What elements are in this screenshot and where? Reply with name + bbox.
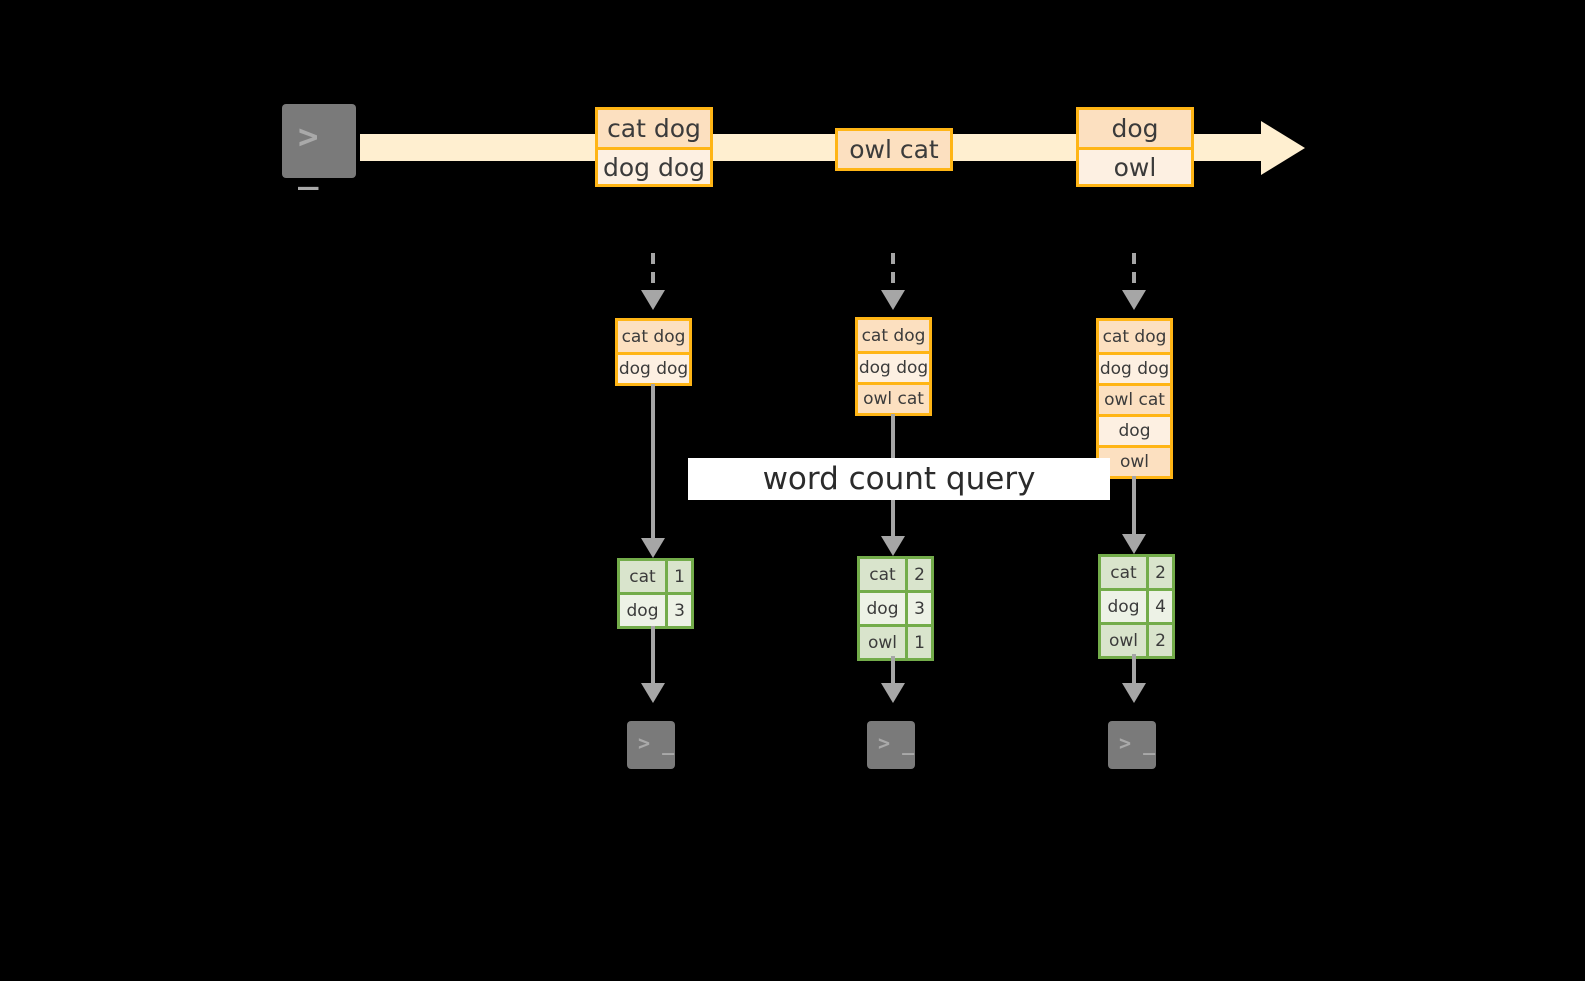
trigger-2-result-word-2: dog bbox=[860, 593, 905, 624]
trigger-2-input-line-1: cat dog bbox=[858, 320, 929, 351]
trigger-2-input-table: cat dog dog dog owl cat bbox=[855, 317, 932, 416]
terminal-body bbox=[1108, 721, 1156, 769]
trigger-3-sink-terminal-icon[interactable]: > _ bbox=[1100, 713, 1164, 777]
trigger-2-dashed-arrowhead bbox=[881, 290, 905, 310]
trigger-3-result-word-3: owl bbox=[1101, 625, 1146, 656]
trigger-3-dashed-connector bbox=[1132, 253, 1136, 293]
stream-batch-3: dog owl bbox=[1076, 107, 1194, 187]
trigger-1-dashed-arrowhead bbox=[641, 290, 665, 310]
trigger-1-query-arrowhead bbox=[641, 538, 665, 558]
terminal-prompt-glyph: > _ bbox=[638, 731, 675, 755]
trigger-1-sink-terminal-icon[interactable]: > _ bbox=[619, 713, 683, 777]
terminal-body bbox=[282, 104, 356, 178]
trigger-3-dashed-arrowhead bbox=[1122, 290, 1146, 310]
trigger-3-result-count-1: 2 bbox=[1146, 557, 1172, 588]
trigger-3-input-line-4: dog bbox=[1099, 414, 1170, 445]
trigger-1-input-line-2: dog dog bbox=[618, 352, 689, 383]
table-row: owl 1 bbox=[860, 624, 931, 658]
trigger-2-result-table: cat 2 dog 3 owl 1 bbox=[857, 556, 934, 661]
trigger-3-input-line-5: owl bbox=[1099, 445, 1170, 476]
trigger-1-input-line-1: cat dog bbox=[618, 321, 689, 352]
table-row: dog 4 bbox=[1101, 588, 1172, 622]
stream-batch-2-line-1: owl cat bbox=[838, 131, 950, 168]
trigger-1-result-count-2: 3 bbox=[665, 595, 691, 626]
trigger-1-result-word-2: dog bbox=[620, 595, 665, 626]
stream-batch-1-line-2: dog dog bbox=[598, 147, 710, 184]
trigger-2-result-word-3: owl bbox=[860, 627, 905, 658]
trigger-3-query-connector bbox=[1132, 476, 1136, 542]
trigger-2-sink-terminal-icon[interactable]: > _ bbox=[859, 713, 923, 777]
stream-batch-3-line-2: owl bbox=[1079, 147, 1191, 184]
trigger-3-result-word-2: dog bbox=[1101, 591, 1146, 622]
trigger-1-result-count-1: 1 bbox=[665, 561, 691, 592]
terminal-prompt-glyph: > _ bbox=[298, 117, 319, 191]
trigger-1-sink-connector bbox=[651, 626, 655, 689]
trigger-2-result-count-1: 2 bbox=[905, 559, 931, 590]
trigger-2-query-arrowhead bbox=[881, 536, 905, 556]
trigger-1-result-word-1: cat bbox=[620, 561, 665, 592]
trigger-3-sink-arrowhead bbox=[1122, 683, 1146, 703]
table-row: dog 3 bbox=[860, 590, 931, 624]
stream-batch-2: owl cat bbox=[835, 128, 953, 171]
trigger-2-result-count-2: 3 bbox=[905, 593, 931, 624]
stream-batch-1: cat dog dog dog bbox=[595, 107, 713, 187]
trigger-3-result-table: cat 2 dog 4 owl 2 bbox=[1098, 554, 1175, 659]
trigger-2-input-line-2: dog dog bbox=[858, 351, 929, 382]
trigger-3-result-count-3: 2 bbox=[1146, 625, 1172, 656]
word-count-query-label-text: word count query bbox=[762, 461, 1036, 497]
trigger-3-input-line-1: cat dog bbox=[1099, 321, 1170, 352]
stream-batch-1-line-1: cat dog bbox=[598, 110, 710, 147]
trigger-1-input-table: cat dog dog dog bbox=[615, 318, 692, 386]
stream-batch-3-line-1: dog bbox=[1079, 110, 1191, 147]
trigger-1-dashed-connector bbox=[651, 253, 655, 293]
table-row: cat 2 bbox=[860, 559, 931, 590]
trigger-1-result-table: cat 1 dog 3 bbox=[617, 558, 694, 629]
table-row: cat 2 bbox=[1101, 557, 1172, 588]
terminal-prompt-glyph: > _ bbox=[878, 731, 915, 755]
trigger-3-input-line-3: owl cat bbox=[1099, 383, 1170, 414]
trigger-3-query-arrowhead bbox=[1122, 534, 1146, 554]
trigger-2-dashed-connector bbox=[891, 253, 895, 293]
input-stream-arrowhead bbox=[1261, 121, 1305, 175]
table-row: dog 3 bbox=[620, 592, 691, 626]
trigger-2-input-line-3: owl cat bbox=[858, 382, 929, 413]
terminal-body bbox=[627, 721, 675, 769]
trigger-2-result-word-1: cat bbox=[860, 559, 905, 590]
table-row: owl 2 bbox=[1101, 622, 1172, 656]
trigger-3-input-line-2: dog dog bbox=[1099, 352, 1170, 383]
terminal-prompt-glyph: > _ bbox=[1119, 731, 1156, 755]
trigger-1-query-connector bbox=[651, 384, 655, 545]
trigger-1-sink-arrowhead bbox=[641, 683, 665, 703]
trigger-3-sink-connector bbox=[1132, 654, 1136, 689]
trigger-2-sink-arrowhead bbox=[881, 683, 905, 703]
trigger-3-input-table: cat dog dog dog owl cat dog owl bbox=[1096, 318, 1173, 479]
trigger-2-result-count-3: 1 bbox=[905, 627, 931, 658]
table-row: cat 1 bbox=[620, 561, 691, 592]
trigger-3-result-word-1: cat bbox=[1101, 557, 1146, 588]
source-terminal-icon[interactable]: > _ bbox=[274, 96, 364, 191]
trigger-2-sink-connector bbox=[891, 656, 895, 689]
terminal-body bbox=[867, 721, 915, 769]
trigger-3-result-count-2: 4 bbox=[1146, 591, 1172, 622]
word-count-query-label: word count query bbox=[688, 458, 1110, 500]
